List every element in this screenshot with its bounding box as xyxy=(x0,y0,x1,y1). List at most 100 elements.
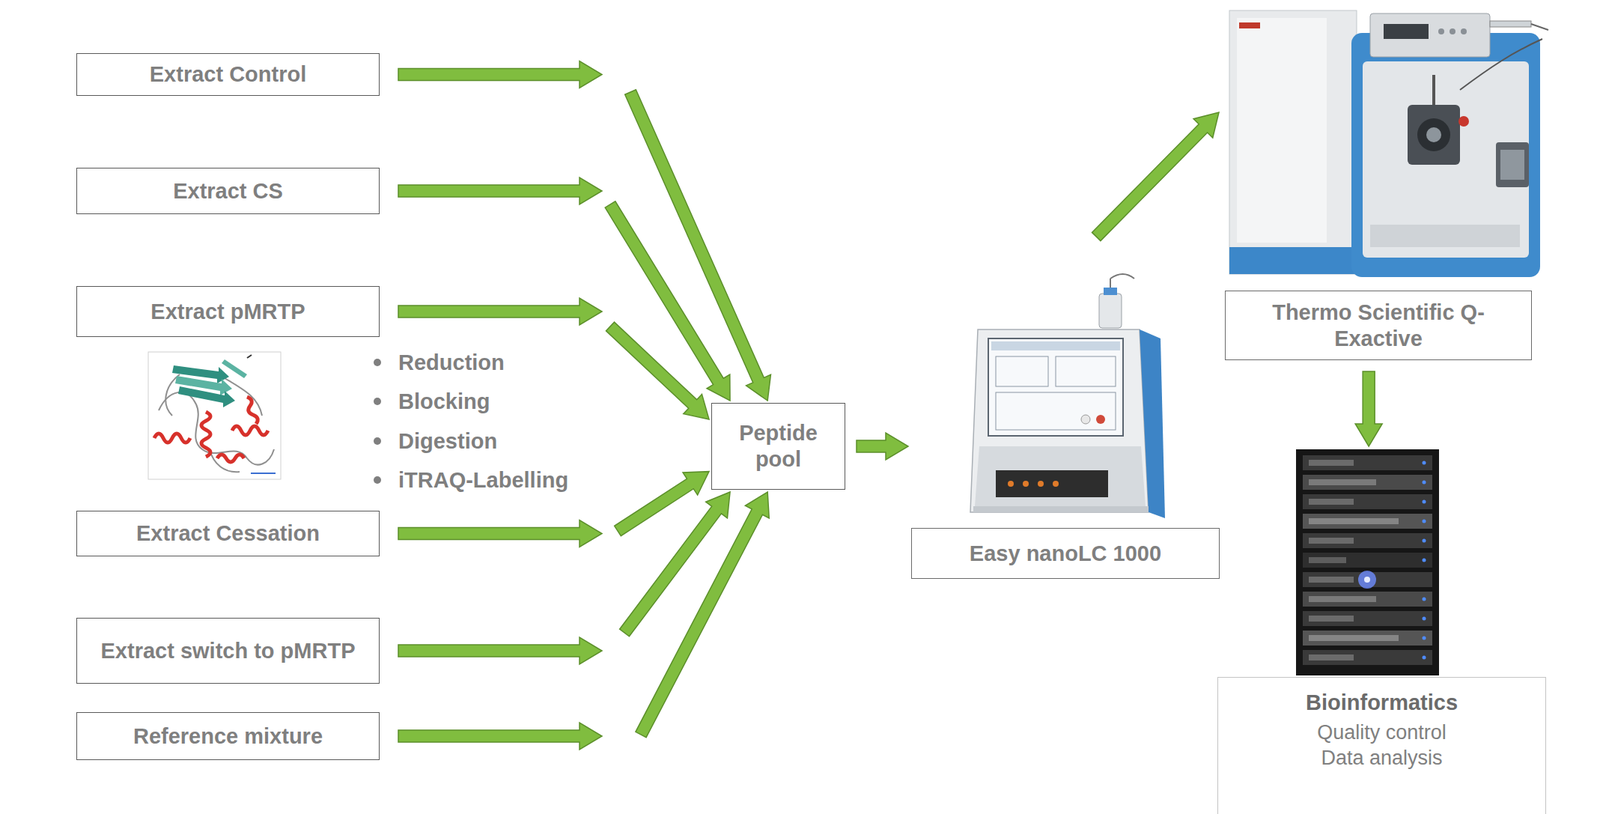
node-text: Data analysis xyxy=(1320,745,1443,772)
step-label: Digestion xyxy=(398,428,498,455)
protein-structure-illustration-part xyxy=(201,411,211,457)
server-rack-illustration xyxy=(1296,449,1440,676)
flow-arrow xyxy=(398,177,730,401)
mass-spectrometer-illustration-part xyxy=(1459,38,1543,90)
server-rack-illustration-part xyxy=(1422,655,1427,660)
node-text: Extract Control xyxy=(149,61,307,88)
server-rack-illustration-part xyxy=(1308,634,1399,641)
arrow-segment xyxy=(1092,112,1219,242)
nanolc-instrument-illustration-part xyxy=(1055,356,1116,387)
server-rack-illustration-part xyxy=(1422,636,1427,641)
server-rack-illustration-part xyxy=(1308,654,1354,661)
flow-arrow xyxy=(856,432,909,460)
nanolc-instrument-illustration-part xyxy=(988,338,1124,436)
server-rack-illustration-part xyxy=(1296,449,1440,676)
arrow-segment xyxy=(635,491,769,738)
server-rack-illustration-part xyxy=(1302,474,1433,490)
nanolc-instrument-illustration-part xyxy=(995,470,1109,498)
protein-structure-illustration-part xyxy=(250,472,276,474)
server-rack-illustration-part xyxy=(1422,539,1427,543)
node-text: Peptide pool xyxy=(719,420,838,473)
flow-arrow xyxy=(398,297,710,420)
mass-spectrometer-illustration-part xyxy=(1460,28,1467,35)
bullet-dot-part xyxy=(373,358,382,367)
mass-spectrometer-illustration-part xyxy=(1458,116,1469,127)
mass-spectrometer-illustration-part xyxy=(1449,28,1456,35)
server-rack-illustration-part xyxy=(1422,616,1427,621)
label-box: BioinformaticsQuality controlData analys… xyxy=(1217,676,1547,814)
server-rack-illustration-part xyxy=(1302,533,1433,549)
arrow-segment xyxy=(398,637,602,665)
server-rack-illustration-part xyxy=(1302,455,1433,471)
bullet-dot-part xyxy=(373,476,382,484)
bullet-dot-part xyxy=(373,437,382,445)
node-text: Easy nanoLC 1000 xyxy=(969,540,1162,567)
bullet-dot-part xyxy=(373,397,382,406)
step-label: iTRAQ-Labelling xyxy=(398,467,569,494)
mass-spectrometer-illustration-part xyxy=(1229,247,1357,275)
instrument-node: Easy nanoLC 1000 xyxy=(911,239,1220,581)
server-rack-illustration-part xyxy=(1422,558,1427,563)
server-rack-illustration-part xyxy=(1358,570,1377,589)
server-rack-illustration-part xyxy=(1302,494,1433,510)
server-rack-illustration-part xyxy=(1422,519,1427,524)
nanolc-instrument-illustration-part xyxy=(1081,414,1091,424)
flow-arrow xyxy=(1355,371,1383,447)
mass-spectrometer-illustration-part xyxy=(1370,13,1490,57)
label-box: Thermo Scientific Q-Exactive xyxy=(1224,290,1532,361)
protein-structure-illustration xyxy=(148,351,281,480)
arrow-segment xyxy=(398,520,602,548)
mass-spectrometer-illustration-part xyxy=(1495,142,1529,188)
server-rack-illustration-part xyxy=(1302,610,1433,626)
flow-arrow xyxy=(398,491,769,750)
instrument-node: Thermo Scientific Q-Exactive xyxy=(1221,2,1547,361)
protein-structure-illustration-part xyxy=(178,386,236,408)
arrow-segment xyxy=(1355,371,1383,447)
node-text: Thermo Scientific Q-Exactive xyxy=(1234,299,1523,352)
computing-node: BioinformaticsQuality controlData analys… xyxy=(1217,449,1547,814)
nanolc-instrument-illustration-part xyxy=(1110,274,1135,279)
mass-spectrometer-illustration-part xyxy=(1362,61,1529,258)
server-rack-illustration-part xyxy=(1308,615,1354,622)
pool-box: Peptide pool xyxy=(711,402,846,490)
arrow-segment xyxy=(614,471,710,537)
step-label: Blocking xyxy=(398,388,490,415)
nanolc-instrument-illustration-part xyxy=(973,506,1149,513)
arrow-segment xyxy=(398,177,602,205)
server-rack-illustration-part xyxy=(1308,557,1347,564)
arrow-segment xyxy=(398,61,602,89)
mass-spectrometer-illustration-part xyxy=(1239,22,1261,29)
server-rack-illustration-part xyxy=(1302,591,1433,607)
node-text: Quality control xyxy=(1316,720,1447,746)
protein-structure-illustration-part xyxy=(247,354,252,358)
node-text: Extract Cessation xyxy=(136,520,320,547)
node-text: Bioinformatics xyxy=(1305,689,1458,716)
sample-box: Reference mixture xyxy=(76,712,380,760)
protein-structure-illustration-part xyxy=(232,426,269,436)
server-rack-illustration-part xyxy=(1308,459,1354,466)
node-text: Extract switch to pMRTP xyxy=(101,637,356,665)
server-rack-illustration-part xyxy=(1302,630,1433,646)
node-text: Extract CS xyxy=(172,178,284,205)
flow-arrow xyxy=(398,61,771,402)
protein-structure-illustration-part xyxy=(221,359,248,379)
mass-spectrometer-illustration-part xyxy=(1407,104,1460,165)
server-rack-illustration-part xyxy=(1308,518,1399,525)
arrow-segment xyxy=(606,321,710,420)
server-rack-illustration-part xyxy=(1308,498,1354,505)
server-rack-illustration-part xyxy=(1364,576,1371,583)
server-rack-illustration-part xyxy=(1422,500,1427,504)
mass-spectrometer-illustration-part xyxy=(1236,17,1327,243)
mass-spectrometer-illustration-part xyxy=(1438,28,1445,35)
server-rack-illustration-part xyxy=(1422,597,1427,602)
nanolc-instrument-illustration-part xyxy=(1022,480,1029,487)
protein-structure-illustration-part xyxy=(217,454,245,462)
nanolc-instrument-illustration-part xyxy=(1096,414,1106,424)
nanolc-instrument-illustration-part xyxy=(1103,287,1118,295)
nanolc-instrument-illustration-part xyxy=(995,392,1116,430)
nanolc-instrument-illustration-part xyxy=(970,329,1149,513)
mass-spectrometer-illustration-part xyxy=(1383,23,1429,39)
nanolc-instrument-illustration-part xyxy=(1099,293,1122,328)
